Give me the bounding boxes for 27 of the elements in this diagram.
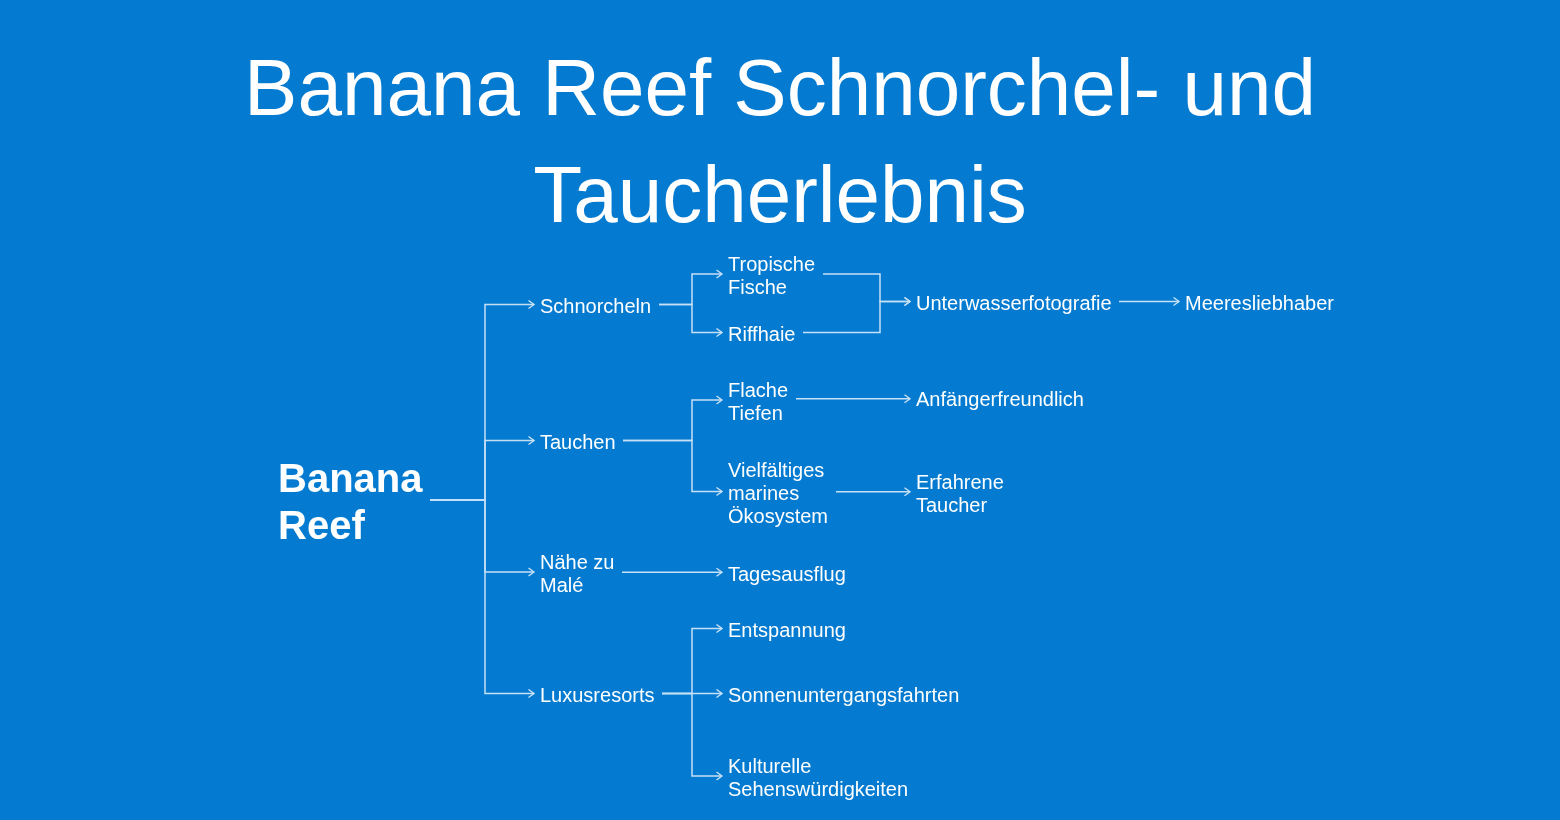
topic-label: Luxusresorts bbox=[540, 684, 656, 707]
arrow bbox=[835, 487, 911, 497]
topic-label: Riffhaie bbox=[728, 323, 797, 346]
topic-label: Sonnenuntergangsfahrten bbox=[728, 684, 961, 707]
arrow bbox=[658, 303, 723, 338]
topic-label: Flache Tiefen bbox=[728, 379, 790, 425]
topic-label: Entspannung bbox=[728, 619, 847, 642]
root-topic-label: Banana Reef bbox=[278, 455, 424, 549]
topic-label: Meeresliebhaber bbox=[1185, 292, 1335, 315]
topic-label: Unterwasserfotografie bbox=[916, 292, 1113, 315]
topic-label: Tauchen bbox=[540, 431, 617, 454]
diagram-title: Banana Reef Schnorchel- und Taucherlebnis bbox=[243, 42, 1317, 241]
arrow bbox=[622, 439, 723, 497]
topic-label: Nähe zu Malé bbox=[540, 551, 616, 597]
arrow bbox=[802, 296, 911, 334]
arrow bbox=[429, 499, 535, 699]
arrow bbox=[795, 394, 911, 404]
arrow bbox=[621, 567, 723, 577]
topic-label: Vielfältiges marines Ökosystem bbox=[728, 459, 830, 528]
topic-label: Anfängerfreundlich bbox=[916, 388, 1085, 411]
topic-label: Erfahrene Taucher bbox=[916, 471, 1005, 517]
topic-label: Tropische Fische bbox=[728, 253, 817, 299]
topic-label: Tagesausflug bbox=[728, 563, 847, 586]
topic-label: Kulturelle Sehenswürdigkeiten bbox=[728, 755, 910, 801]
arrow bbox=[661, 692, 723, 781]
arrow bbox=[1118, 296, 1180, 307]
topic-label: Schnorcheln bbox=[540, 295, 653, 318]
